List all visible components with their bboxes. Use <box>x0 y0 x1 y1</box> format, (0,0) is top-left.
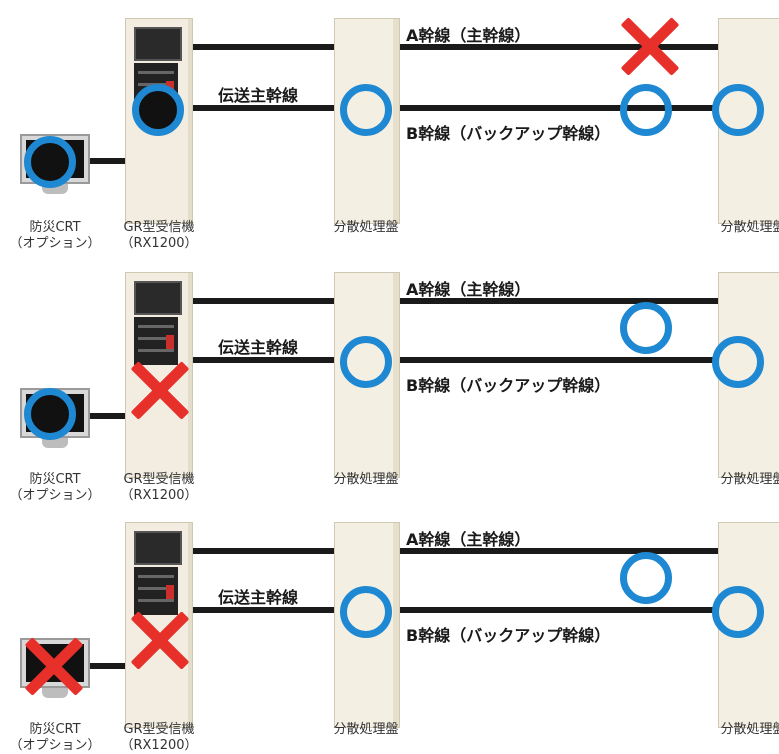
b-line-label: B幹線（バックアップ幹線） <box>406 376 611 395</box>
scenario-1: A幹線（主幹線） 伝送主幹線 B幹線（バックアップ幹線） 防災CRT（オプション… <box>0 0 779 251</box>
trunk-line-lower <box>190 357 340 363</box>
trunk-label: 伝送主幹線 <box>218 338 299 357</box>
panel-caption-2: 分散処理盤 <box>720 220 779 235</box>
scenario-2: A幹線（主幹線） 伝送主幹線 B幹線（バックアップ幹線） 防災CRT（オプション… <box>0 250 779 503</box>
ok-ring-icon <box>712 586 764 638</box>
panel-caption-1: 分散処理盤 <box>333 722 399 737</box>
fail-x-icon <box>130 360 190 420</box>
crt-link <box>88 158 128 164</box>
b-line-label: B幹線（バックアップ幹線） <box>406 626 611 645</box>
b-line <box>395 607 725 613</box>
a-line-label: A幹線（主幹線） <box>406 26 531 45</box>
b-line-label: B幹線（バックアップ幹線） <box>406 124 611 143</box>
a-line <box>395 548 725 554</box>
trunk-line-lower <box>190 105 340 111</box>
fail-x-icon <box>130 610 190 670</box>
crt-link <box>88 663 128 669</box>
ok-ring-icon <box>24 136 76 188</box>
fail-x-icon <box>24 636 84 696</box>
trunk-line-upper <box>190 548 340 554</box>
ok-ring-icon <box>620 552 672 604</box>
a-line <box>395 44 725 50</box>
crt-link <box>88 413 128 419</box>
b-line <box>395 105 725 111</box>
ok-ring-icon <box>340 586 392 638</box>
a-line-label: A幹線（主幹線） <box>406 530 531 549</box>
b-line <box>395 357 725 363</box>
panel-caption-1: 分散処理盤 <box>333 472 399 487</box>
scenario-3: A幹線（主幹線） 伝送主幹線 B幹線（バックアップ幹線） 防災CRT（オプション… <box>0 500 779 753</box>
crt-caption: 防災CRT（オプション） <box>9 220 101 251</box>
trunk-label: 伝送主幹線 <box>218 86 299 105</box>
crt-caption: 防災CRT（オプション） <box>9 472 101 503</box>
trunk-line-upper <box>190 44 340 50</box>
ok-ring-icon <box>620 302 672 354</box>
ok-ring-icon <box>340 84 392 136</box>
panel-caption-2: 分散処理盤 <box>720 472 779 487</box>
panel-caption-1: 分散処理盤 <box>333 220 399 235</box>
trunk-line-upper <box>190 298 340 304</box>
ok-ring-icon <box>712 84 764 136</box>
ok-ring-icon <box>24 388 76 440</box>
crt-caption: 防災CRT（オプション） <box>9 722 101 753</box>
trunk-line-lower <box>190 607 340 613</box>
receiver-caption: GR型受信機（RX1200） <box>120 472 198 503</box>
receiver-caption: GR型受信機（RX1200） <box>120 722 198 753</box>
ok-ring-icon <box>712 336 764 388</box>
a-line <box>395 298 725 304</box>
receiver-caption: GR型受信機（RX1200） <box>120 220 198 251</box>
a-line-label: A幹線（主幹線） <box>406 280 531 299</box>
panel-caption-2: 分散処理盤 <box>720 722 779 737</box>
ok-ring-icon <box>620 84 672 136</box>
ok-ring-icon <box>340 336 392 388</box>
trunk-label: 伝送主幹線 <box>218 588 299 607</box>
fail-x-icon <box>620 16 680 76</box>
ok-ring-icon <box>132 84 184 136</box>
